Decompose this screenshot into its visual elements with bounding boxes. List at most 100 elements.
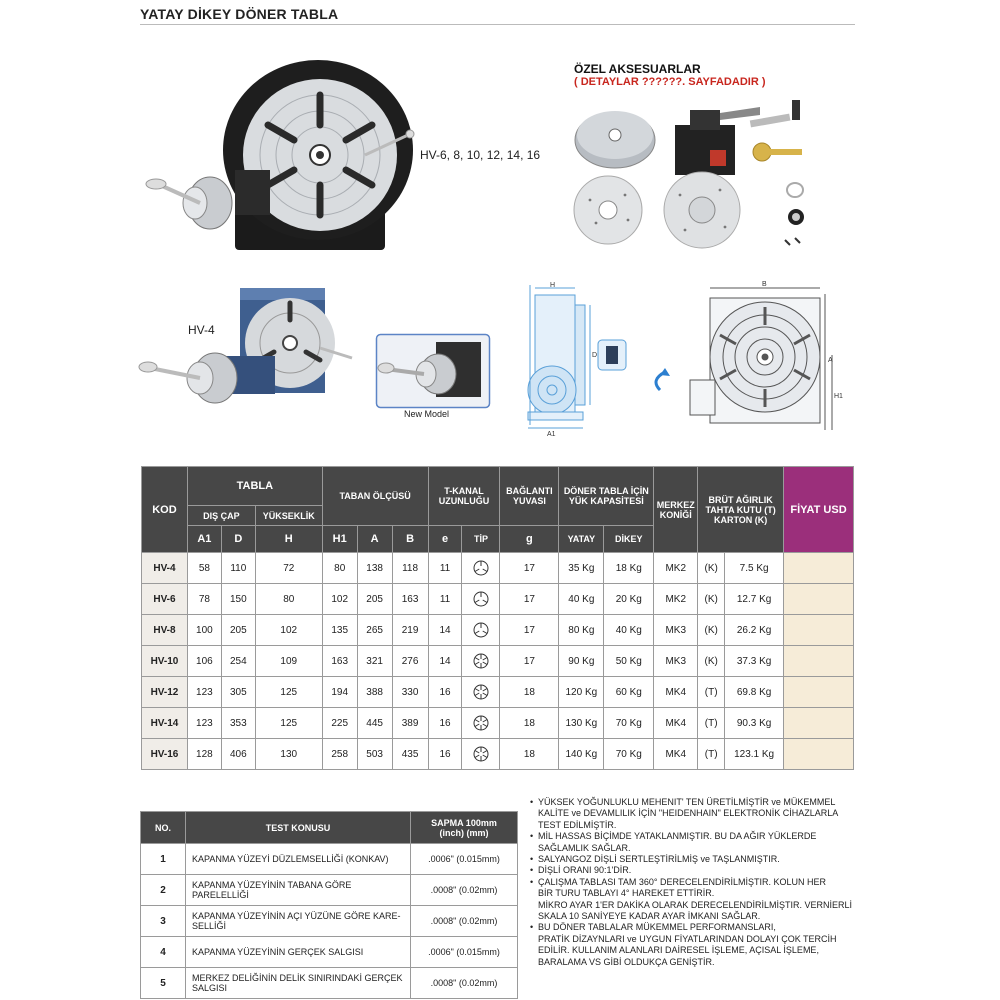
- cell-h: 102: [254, 614, 323, 646]
- features-list: YÜKSEK YOĞUNLUKLU MEHENIT' TEN ÜRETİLMİŞ…: [530, 797, 860, 968]
- dim-h1-label: H1: [834, 393, 843, 400]
- test-topic-line1: KAPANMA YÜZEYİNİN AÇI YÜZÜNE GÖRE KARE-: [192, 911, 401, 921]
- cell-dikey: 18 Kg: [603, 552, 655, 584]
- cell-e: 14: [427, 645, 463, 677]
- cell-tip: [461, 676, 501, 708]
- cell-tip: [461, 738, 501, 770]
- test-cell-topic: KAPANMA YÜZEYİNİN GERÇEK SALGISI: [185, 936, 411, 968]
- cell-yatay: 130 Kg: [558, 707, 605, 739]
- test-topic-line1: KAPANMA YÜZEYİNİN TABANA GÖRE PARELELLİĞ…: [192, 880, 352, 900]
- test-topic-line2: SELLİĞİ: [192, 921, 227, 931]
- six-slot-icon: [473, 746, 489, 762]
- col-tip: TİP: [461, 525, 501, 553]
- test-col-dev: SAPMA 100mm (inch) (mm): [410, 811, 518, 844]
- col-yatay: YATAY: [558, 525, 605, 553]
- test-cell-dev: .0006" (0.015mm): [410, 843, 518, 875]
- feature-line: MİKRO AYAR 1'ER DAKİKA OLARAK DERECELEND…: [538, 899, 852, 910]
- rotary-table-photo: [145, 60, 415, 250]
- dim-a-label: A: [828, 357, 833, 364]
- cell-d: 254: [220, 645, 256, 677]
- col-taban: TABAN ÖLÇÜSÜ: [321, 466, 429, 526]
- dim-h-label: H: [550, 282, 555, 289]
- test-cell-dev: .0008" (0.02mm): [410, 905, 518, 937]
- cell-e: 16: [427, 707, 463, 739]
- cell-box: (T): [697, 738, 726, 770]
- cell-price: [783, 614, 854, 646]
- cell-d: 110: [220, 552, 256, 584]
- test-cell-no: 3: [140, 905, 186, 937]
- test-cell-no: 1: [140, 843, 186, 875]
- cell-a1: 106: [186, 645, 222, 677]
- cell-kod: HV-14: [141, 707, 188, 739]
- cell-b: 330: [391, 676, 429, 708]
- cell-tip: [461, 645, 501, 677]
- col-g: g: [499, 525, 560, 553]
- col-a1: A1: [186, 525, 222, 553]
- test-cell-topic: KAPANMA YÜZEYİ DÜZLEMSELLİĞİ (KONKAV): [185, 843, 411, 875]
- dim-b-label: B: [762, 281, 767, 288]
- cell-g: 17: [499, 552, 560, 584]
- feature-line: BU DÖNER TABLALAR MÜKEMMEL PERFORMANSLAR…: [538, 922, 776, 933]
- test-topic-line1: KAPANMA YÜZEYİ DÜZLEMSELLİĞİ (KONKAV): [192, 854, 389, 864]
- test-cell-topic: KAPANMA YÜZEYİNİN TABANA GÖRE PARELELLİĞ…: [185, 874, 411, 906]
- test-topic-line2: SALGISI: [192, 983, 228, 993]
- cell-h1: 135: [321, 614, 358, 646]
- cell-a1: 58: [186, 552, 222, 584]
- cell-a: 138: [356, 552, 393, 584]
- cell-h: 109: [254, 645, 323, 677]
- cell-weight: 37.3 Kg: [724, 645, 785, 677]
- feature-item: ÇALIŞMA TABLASI TAM 360° DERECELENDİRİLM…: [530, 877, 860, 923]
- new-model-photo: [375, 333, 491, 409]
- cell-mk: MK2: [653, 552, 699, 584]
- cell-a: 388: [356, 676, 393, 708]
- cell-a1: 123: [186, 676, 222, 708]
- cell-yatay: 80 Kg: [558, 614, 605, 646]
- cell-box: (K): [697, 614, 726, 646]
- cell-price: [783, 583, 854, 615]
- hv4-photo: [138, 288, 353, 404]
- cell-kod: HV-10: [141, 645, 188, 677]
- cell-b: 118: [391, 552, 429, 584]
- cell-box: (K): [697, 552, 726, 584]
- feature-line: PRATİK DİZAYNLARI ve UYGUN FİYATLARINDAN…: [538, 933, 837, 944]
- cell-a1: 128: [186, 738, 222, 770]
- col-kod: KOD: [141, 466, 188, 553]
- cell-d: 150: [220, 583, 256, 615]
- cell-mk: MK4: [653, 738, 699, 770]
- col-e: e: [427, 525, 463, 553]
- cell-h1: 258: [321, 738, 358, 770]
- test-topic-line1: KAPANMA YÜZEYİNİN GERÇEK SALGISI: [192, 947, 364, 957]
- cell-dikey: 40 Kg: [603, 614, 655, 646]
- feature-line: BİR TURU TABLAYI 4° HAREKET ETTİRİR.: [538, 888, 715, 899]
- cell-mk: MK3: [653, 645, 699, 677]
- cell-d: 353: [220, 707, 256, 739]
- test-table: NO. TEST KONUSU SAPMA 100mm (inch) (mm) …: [140, 811, 518, 999]
- cell-weight: 7.5 Kg: [724, 552, 785, 584]
- feature-line: KALİTE ve DEVAMLILIK İÇİN "HEIDENHAIN" E…: [538, 808, 839, 819]
- test-cell-topic: KAPANMA YÜZEYİNİN AÇI YÜZÜNE GÖRE KARE-S…: [185, 905, 411, 937]
- cell-a: 503: [356, 738, 393, 770]
- col-baglanti: BAĞLANTI YUVASI: [499, 466, 560, 526]
- cell-h1: 80: [321, 552, 358, 584]
- cell-weight: 90.3 Kg: [724, 707, 785, 739]
- accessories-subtitle: ( DETAYLAR ??????. SAYFADADIR ): [574, 76, 766, 88]
- feature-line: MİL HASSAS BİÇİMDE YATAKLANMIŞTIR. BU DA…: [538, 831, 817, 842]
- feature-item: BU DÖNER TABLALAR MÜKEMMEL PERFORMANSLAR…: [530, 922, 860, 968]
- cell-e: 16: [427, 738, 463, 770]
- cell-a: 445: [356, 707, 393, 739]
- cell-b: 389: [391, 707, 429, 739]
- cell-h1: 225: [321, 707, 358, 739]
- test-cell-no: 2: [140, 874, 186, 906]
- col-tabla: TABLA: [186, 466, 323, 506]
- six-slot-icon: [473, 715, 489, 731]
- cell-h: 125: [254, 676, 323, 708]
- cell-kod: HV-6: [141, 583, 188, 615]
- cell-weight: 123.1 Kg: [724, 738, 785, 770]
- feature-line: ÇALIŞMA TABLASI TAM 360° DERECELENDİRİLM…: [538, 876, 827, 887]
